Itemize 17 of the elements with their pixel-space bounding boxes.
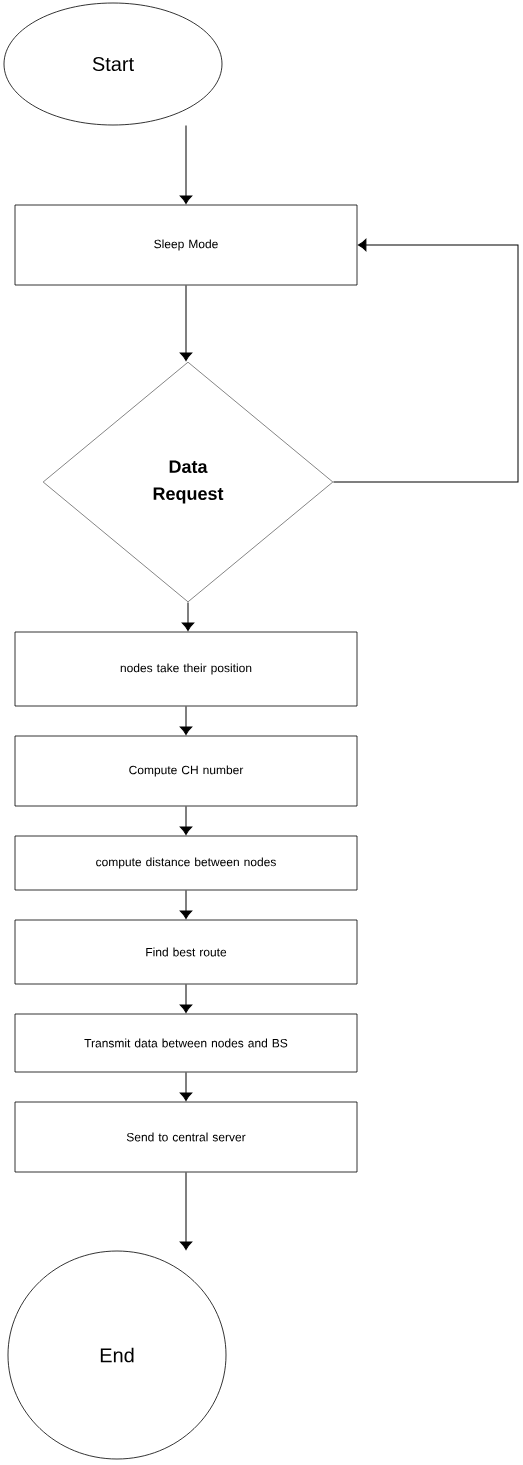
arrow	[179, 705, 193, 735]
process-box: Transmit data between nodes and BS	[14, 1013, 358, 1073]
arrow	[179, 889, 193, 920]
process-box: compute distance between nodes	[14, 835, 358, 891]
arrow	[179, 284, 193, 361]
process-box: Compute CH number	[14, 735, 358, 807]
arrow	[179, 1171, 193, 1251]
arrow	[181, 601, 195, 631]
loop-arrow	[332, 238, 519, 483]
arrow	[179, 983, 193, 1014]
process-box: Find best route	[14, 919, 358, 985]
arrow	[179, 805, 193, 836]
process-box: nodes take their position	[14, 631, 358, 707]
arrow	[179, 124, 193, 204]
process-box: Sleep Mode	[14, 204, 358, 286]
arrow	[179, 1071, 193, 1102]
process-box: Send to central server	[14, 1101, 358, 1173]
